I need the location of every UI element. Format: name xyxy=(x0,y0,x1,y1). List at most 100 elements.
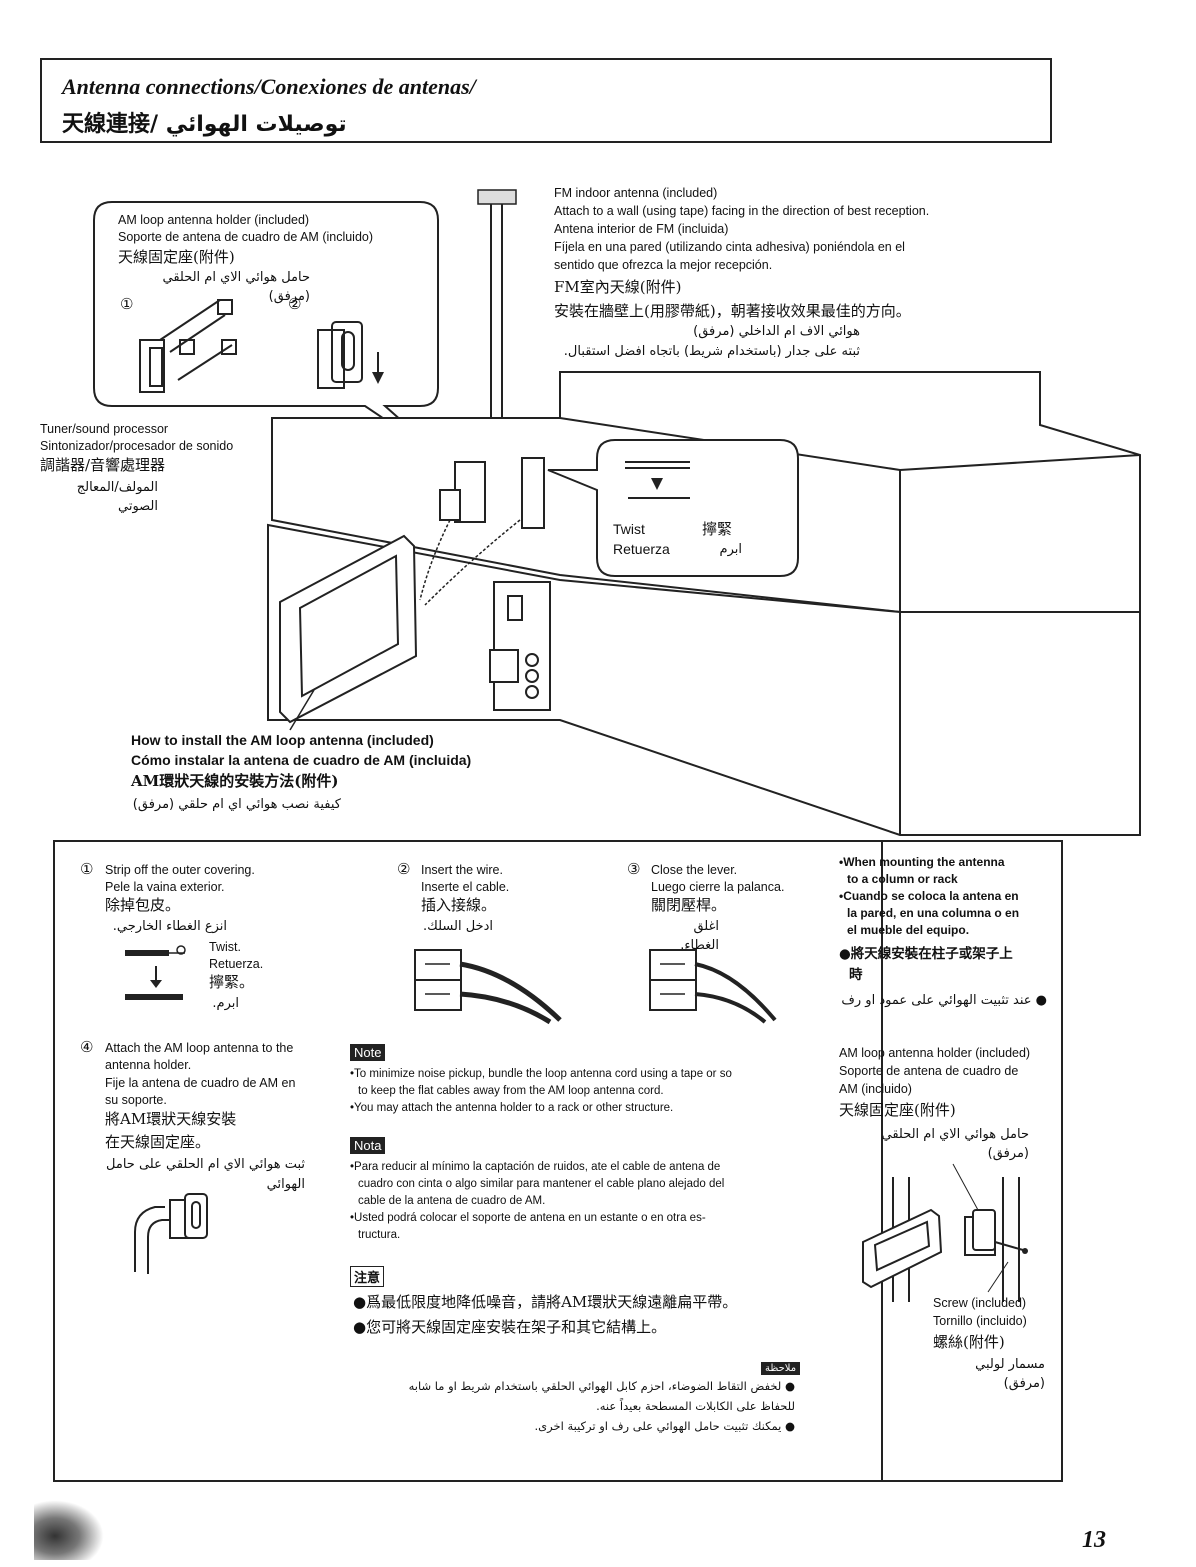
step2-ar: ادخل السلك. xyxy=(423,919,493,934)
am-loop-antenna xyxy=(279,534,418,724)
close-lever-diagram xyxy=(649,949,777,1024)
step1-en: Strip off the outer covering. xyxy=(105,863,255,877)
step2-zh: 插入接線。 xyxy=(421,896,497,914)
mount-zh1: ●將天線安裝在柱子或架子上 xyxy=(839,946,1013,962)
step4-en1: Attach the AM loop antenna to the xyxy=(105,1041,294,1055)
step4-es2: su soporte. xyxy=(105,1093,167,1107)
mount-es2: la pared, en una columna o en xyxy=(847,906,1020,920)
mount-es1: •Cuando se coloca la antena en xyxy=(839,889,1019,903)
ar-note-label: ملاحظة xyxy=(761,1358,801,1376)
ar-note-bullet1b: للحفاظ على الكابلات المسطحة بعيداً عنه. xyxy=(596,1399,795,1413)
step2-en: Insert the wire. xyxy=(421,863,503,877)
step3-en: Close the lever. xyxy=(651,863,738,877)
step3-zh: 關閉壓桿。 xyxy=(651,896,727,914)
tuner-es: Sintonizador/procesador de sonido xyxy=(40,439,234,453)
note-text: •To minimize noise pickup, bundle the lo… xyxy=(350,1066,732,1117)
step3-es: Luego cierre la palanca. xyxy=(651,880,785,894)
mount-es3: el mueble del equipo. xyxy=(847,923,970,937)
scan-smudge xyxy=(34,1500,104,1560)
am-holder-zh: 天線固定座(附件) xyxy=(118,248,235,266)
nota-bullet1a: •Para reducir al mínimo la captación de … xyxy=(350,1161,721,1173)
screw-en: Screw (included) xyxy=(933,1296,1027,1310)
nota-bullet1b: cuadro con cinta o algo similar para man… xyxy=(358,1178,725,1190)
step1-twist-es: Retuerza. xyxy=(209,957,264,971)
fm-en2: Attach to a wall (using tape) facing in … xyxy=(554,204,930,218)
tuner-zh: 調諧器/音響處理器 xyxy=(40,456,166,474)
step2-num: ② xyxy=(397,861,411,878)
twist-diagram xyxy=(625,461,690,499)
twist-en: Twist xyxy=(613,521,645,537)
step4-ar2: الهوائي xyxy=(266,1177,305,1192)
step4-zh2: 在天線固定座。 xyxy=(105,1133,211,1151)
step1-zh: 除掉包皮。 xyxy=(105,896,181,914)
note-bullet1a: •To minimize noise pickup, bundle the lo… xyxy=(350,1068,732,1080)
fm-es1: Antena interior de FM (incluida) xyxy=(554,222,729,236)
step4-num: ④ xyxy=(80,1039,94,1056)
arrow-down-icon xyxy=(372,372,384,384)
mount-diagram xyxy=(862,1163,1028,1302)
ar-note-bullet1a: ● لخفض التقاط الضوضاء، احزم كابل الهوائي… xyxy=(408,1379,795,1393)
title-box: Antenna connections/Conexiones de antena… xyxy=(40,58,1052,143)
twist-ar: ابرم xyxy=(719,542,742,557)
ar-note-bullet2: ● يمكنك تثبيت حامل الهوائي على رف او ترك… xyxy=(534,1419,795,1433)
step1-num: ① xyxy=(80,861,94,878)
fm-es3: sentido que ofrezca la mejor recepción. xyxy=(554,258,773,272)
am-holder-en: AM loop antenna holder (included) xyxy=(118,213,310,227)
tuner-en: Tuner/sound processor xyxy=(40,422,169,436)
tuner-ar: المولف/المعالج الصوتي xyxy=(76,480,158,514)
attach-loop-diagram xyxy=(134,1193,208,1274)
step1-es: Pele la vaina exterior. xyxy=(105,880,225,894)
mount-zh2: 時 xyxy=(849,967,863,983)
arrow-down-icon xyxy=(651,478,663,490)
step4-es1: Fije la antena de cuadro de AM en xyxy=(105,1076,296,1090)
twist-zh: 擰緊 xyxy=(702,520,733,538)
zh-note-bullet2: ●您可將天線固定座安裝在架子和其它結構上。 xyxy=(353,1318,667,1336)
antenna-illustration xyxy=(93,189,1141,836)
page-number: 13 xyxy=(1082,1527,1106,1553)
mount-en2: to a column or rack xyxy=(847,872,958,886)
mount-holder-en: AM loop antenna holder (included) xyxy=(839,1046,1031,1060)
fm-ar1: هوائي الاف ام الداخلي (مرفق) xyxy=(693,324,860,339)
mount-text: •When mounting the antenna to a column o… xyxy=(839,854,1019,939)
zh-note-bullet1: ●爲最低限度地降低噪音，請將AM環狀天線遠離扁平帶。 xyxy=(353,1293,738,1311)
nota-label: Nota xyxy=(350,1137,386,1155)
nota-bullet2a: •Usted podrá colocar el soporte de anten… xyxy=(350,1212,706,1224)
note-label: Note xyxy=(350,1044,386,1062)
step1-twist-zh: 擰緊。 xyxy=(209,973,255,991)
mount-en1: •When mounting the antenna xyxy=(839,855,1005,869)
screw-zh: 螺絲(附件) xyxy=(933,1333,1005,1351)
mount-ar: ● عند تثبيت الهوائي على عمود او رف xyxy=(841,993,1047,1008)
fm-antenna-tip xyxy=(477,189,517,205)
fm-ar2: ثبته على جدار (باستخدام شريط) باتجاه افض… xyxy=(563,344,860,359)
strip-twist-diagram xyxy=(125,945,186,1000)
instructions-box: ① Strip off the outer covering. Pele la … xyxy=(53,840,1063,1482)
twist-callout xyxy=(547,439,799,577)
antenna-terminals xyxy=(439,457,545,529)
fm-zh1: FM室內天線(附件) xyxy=(554,278,682,296)
lower-unit xyxy=(267,523,1141,836)
mount-zh: ●將天線安裝在柱子或架子上 時 xyxy=(839,944,1013,986)
column-divider xyxy=(881,842,883,1480)
holder-step1-num: ① xyxy=(120,296,134,313)
zh-note-text: ●爲最低限度地降低噪音，請將AM環狀天線遠離扁平帶。 ●您可將天線固定座安裝在架… xyxy=(353,1290,737,1340)
holder-step2-diagram xyxy=(317,321,379,389)
mount-holder-es1: Soporte de antena de cuadro de xyxy=(839,1064,1019,1078)
note-bullet2: •You may attach the antenna holder to a … xyxy=(350,1102,674,1114)
insert-wire-diagram xyxy=(414,949,562,1025)
zh-note-label: 注意 xyxy=(350,1266,385,1287)
ar-note-text: ● لخفض التقاط الضوضاء، احزم كابل الهوائي… xyxy=(345,1376,795,1436)
howto-zh: AM環狀天線的安裝方法(附件) xyxy=(131,772,339,790)
step1-twist-ar: ابرم. xyxy=(212,996,239,1011)
howto-en: How to install the AM loop antenna (incl… xyxy=(131,732,434,748)
step4-ar1: ثبت هوائي الاي ام الحلقي على حامل xyxy=(106,1157,305,1172)
am-holder-ar: حامل هوائي الاي ام الحلقي (مرفق) xyxy=(162,270,310,304)
screw-ar: مسمار لولبي (مرفق) xyxy=(975,1357,1045,1391)
fm-zh2: 安裝在牆壁上(用膠帶紙)，朝著接收效果最佳的方向。 xyxy=(554,302,911,320)
step3-num: ③ xyxy=(627,861,641,878)
title-english: Antenna connections/Conexiones de antena… xyxy=(62,74,476,99)
step2-es: Inserte el cable. xyxy=(421,880,510,894)
mount-holder-zh: 天線固定座(附件) xyxy=(839,1101,956,1119)
mount-holder-es2: AM (incluido) xyxy=(839,1082,912,1096)
fm-en1: FM indoor antenna (included) xyxy=(554,186,718,200)
twist-es: Retuerza xyxy=(613,541,670,557)
